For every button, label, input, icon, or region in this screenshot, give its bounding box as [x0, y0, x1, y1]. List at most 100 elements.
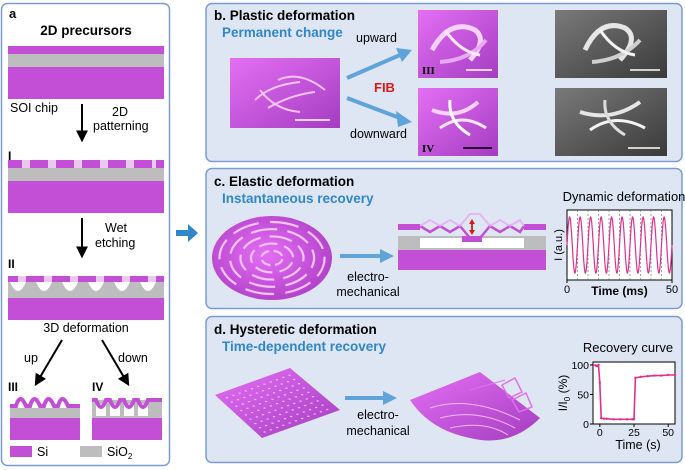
disk-cut	[307, 230, 324, 250]
mesh-plate-deformed	[410, 372, 540, 441]
mesh-cell	[255, 416, 258, 418]
mesh-plate-flat	[215, 368, 340, 438]
downward-label: downward	[350, 127, 407, 141]
step3-label: 3D deformation	[43, 321, 129, 335]
mesh-cell	[286, 381, 290, 383]
mesh-cell	[257, 385, 260, 387]
chart-d-point	[632, 418, 636, 421]
si-segment	[82, 160, 100, 168]
disk-cut	[279, 261, 294, 273]
stage3-stack	[10, 397, 80, 440]
mesh-cell	[305, 398, 308, 400]
gap-segment	[22, 160, 30, 168]
mesh-cell	[279, 413, 282, 416]
panel-a-title: 2D precursors	[40, 23, 132, 38]
mesh-cell	[249, 418, 252, 420]
stage4-stack	[92, 398, 162, 440]
step2-label: Wet	[105, 221, 128, 235]
mesh-cell	[311, 396, 315, 398]
si-segment	[56, 160, 74, 168]
mesh-cell	[232, 394, 235, 396]
mesh-cell	[301, 417, 304, 420]
mesh-cell	[283, 418, 287, 420]
mesh-cell	[321, 404, 324, 406]
mesh-cell	[244, 390, 247, 392]
mesh-cell	[274, 409, 277, 411]
mesh-cell	[257, 409, 260, 411]
mesh-cell	[254, 398, 257, 401]
mesh-cell	[297, 383, 301, 385]
mesh-cell	[282, 376, 285, 378]
disk-cut	[229, 260, 242, 279]
mesh-cell	[258, 403, 261, 405]
mesh-cell	[277, 396, 280, 398]
downward-arrow	[346, 96, 401, 120]
render-iv: IV	[418, 88, 498, 156]
mesh-cell	[263, 407, 266, 409]
disk-cut	[260, 250, 270, 258]
mesh-cell	[251, 412, 254, 414]
panel-d-arrow-label1: electro-	[357, 408, 399, 422]
mesh-cell	[285, 411, 288, 413]
mesh-cell	[277, 420, 280, 422]
disk-cut	[285, 273, 308, 287]
chart-d-xlabel: Time (s)	[615, 438, 660, 452]
chart-d-title: Recovery curve	[583, 340, 673, 355]
disk-cut	[285, 281, 312, 294]
mesh-cell	[261, 390, 265, 392]
mesh-cell	[282, 424, 285, 426]
mesh-cell	[326, 408, 329, 411]
panel-d-arrow-label2: mechanical	[346, 424, 409, 438]
panel-c-arrow-label2: mechanical	[336, 285, 399, 299]
si-segment	[8, 160, 22, 168]
mesh-cell	[291, 385, 294, 387]
disk-cut	[249, 249, 256, 264]
disk-cut	[251, 273, 275, 281]
disk-cut	[254, 266, 273, 274]
panel-a: a 2D precursors SOI chip 2D patterning I…	[0, 2, 171, 467]
panel-b-subtitle: Permanent change	[222, 25, 343, 40]
step1-label: 2D	[112, 105, 128, 119]
si-segment	[134, 160, 152, 168]
disk-cut	[245, 288, 274, 296]
kirigami-disk	[212, 216, 332, 300]
mesh-cell	[249, 394, 252, 396]
mesh-cell	[240, 409, 243, 412]
chart-d-xtick-label: 25	[628, 427, 640, 439]
disk-cut	[232, 222, 259, 235]
render-iv-label: IV	[422, 143, 434, 155]
disk-cut	[242, 236, 262, 250]
si-segment	[30, 160, 48, 168]
soi-chip-label: SOI chip	[10, 101, 58, 115]
mesh-cell	[258, 427, 262, 429]
disk-cut	[297, 245, 305, 262]
mesh-cell	[294, 396, 297, 398]
chart-d-point	[597, 363, 600, 367]
stage3-label: III	[8, 380, 18, 394]
etched-cavity	[10, 282, 26, 291]
mesh-cell	[241, 403, 244, 405]
mesh-cell	[313, 413, 316, 415]
gap-segment	[100, 160, 108, 168]
chart-d-point	[605, 417, 608, 420]
mesh-cell	[244, 414, 247, 416]
flat-spiral-plate	[230, 58, 340, 128]
mesh-cell	[304, 404, 307, 407]
mesh-cell	[297, 407, 301, 409]
si-segment	[156, 160, 164, 168]
mesh-cell	[282, 400, 285, 402]
disk-cut	[282, 266, 302, 280]
chart-d-point	[639, 375, 642, 378]
chart-d-point	[667, 373, 670, 377]
mesh-cell	[310, 402, 313, 404]
chart-c-title: Dynamic deformation	[563, 189, 685, 204]
down-label: down	[118, 351, 148, 365]
down-arrow	[101, 339, 130, 387]
mesh-cell	[302, 387, 305, 389]
chart-d-ytick-label: 0	[583, 419, 589, 431]
mesh-cell	[252, 405, 255, 407]
chart-c-xlabel: Time (ms)	[591, 284, 647, 298]
mesh-cell	[285, 387, 288, 389]
mesh-cell	[291, 409, 294, 411]
mesh-cell	[265, 400, 268, 403]
